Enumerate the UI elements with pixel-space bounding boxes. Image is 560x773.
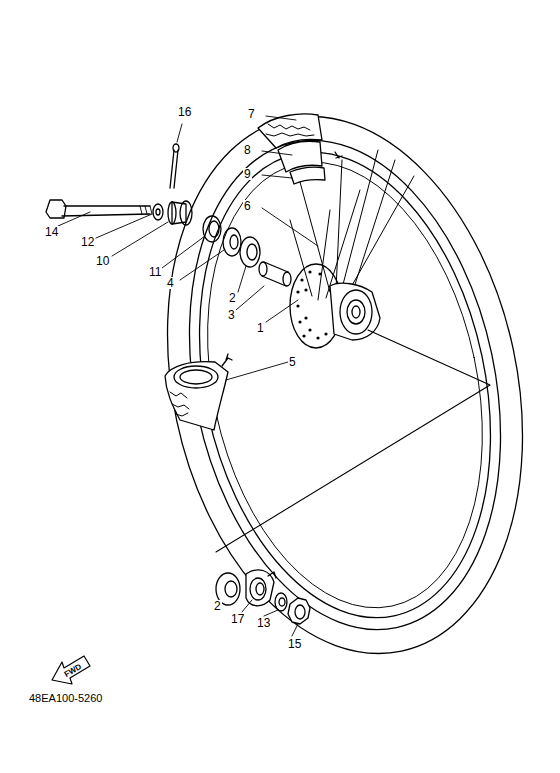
callout-number: 8 bbox=[243, 144, 252, 156]
callout-number: 15 bbox=[287, 638, 302, 650]
callout-number: 16 bbox=[177, 106, 192, 118]
callout-number: 12 bbox=[80, 236, 95, 248]
callout-number: 2 bbox=[213, 600, 222, 612]
callout-number: 14 bbox=[44, 226, 59, 238]
callout-number: 6 bbox=[243, 200, 252, 212]
callout-number: 9 bbox=[243, 168, 252, 180]
callout-number: 5 bbox=[288, 356, 297, 368]
figure-code: 48EA100-5260 bbox=[28, 693, 103, 704]
callout-number: 3 bbox=[227, 309, 236, 321]
callout-number: 11 bbox=[148, 266, 162, 278]
callout-number: 7 bbox=[247, 108, 256, 120]
callout-number: 4 bbox=[166, 277, 175, 289]
callout-number: 2 bbox=[228, 292, 237, 304]
callout-number: 13 bbox=[256, 617, 271, 629]
callout-number: 17 bbox=[230, 613, 245, 625]
callout-number: 10 bbox=[95, 255, 110, 267]
callout-number: 1 bbox=[256, 322, 265, 334]
direction-arrow-label: FWD bbox=[62, 662, 84, 679]
